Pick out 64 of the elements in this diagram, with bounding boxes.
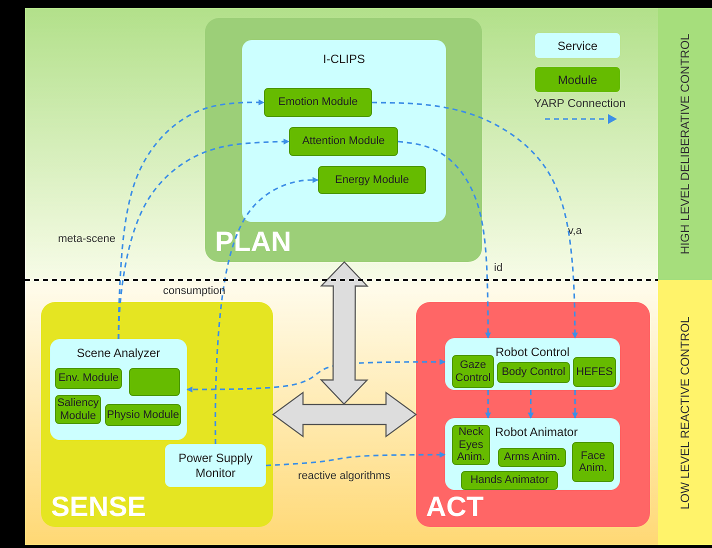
module-label: Neck Eyes Anim. [456, 426, 486, 464]
band-label: LOW LEVEL REACTIVE CONTROL [678, 316, 692, 509]
connector-arrow [214, 177, 319, 444]
connector-arrow [572, 390, 578, 419]
module-box [105, 404, 181, 426]
legend-label: Module [558, 74, 598, 86]
module-box [318, 166, 426, 194]
module-box [289, 127, 398, 156]
service-box [165, 444, 266, 487]
module-box [572, 442, 614, 482]
connector-arrow [118, 138, 290, 340]
module-box [497, 362, 570, 383]
module-box [55, 368, 122, 389]
module-label: Face Anim. [578, 450, 608, 474]
module-box [129, 368, 180, 396]
panel-title: PLAN [215, 226, 292, 258]
service-box [242, 40, 446, 222]
edge-label: v,a [568, 225, 582, 237]
connector-arrow [528, 390, 534, 419]
module-label: Physio Module [106, 408, 180, 422]
module-box [264, 88, 372, 117]
service-box [445, 338, 620, 390]
panel-title: ACT [426, 491, 484, 523]
connector-arrow [398, 140, 492, 339]
module-label: Saliency Module [56, 397, 100, 422]
module-label: HEFES [576, 366, 613, 378]
legend-label: YARP Connection [534, 98, 626, 110]
control-level-band [658, 280, 712, 545]
connector-arrow [485, 390, 492, 419]
connector-arrow [266, 452, 446, 466]
layer-panel [41, 302, 273, 527]
band-label: HIGH LEVEL DELIBERATIVE CONTROL [678, 34, 692, 254]
connector-arrow [372, 102, 578, 339]
edge-label: meta-scene [58, 233, 116, 245]
module-label: Env. Module [58, 372, 119, 385]
service-title: Scene Analyzer [76, 346, 162, 360]
module-label: Energy Module [335, 174, 409, 186]
service-title: Robot Animator [495, 425, 578, 439]
module-label: Emotion Module [278, 96, 358, 109]
connector-arrow [186, 358, 446, 392]
layer-panel [205, 18, 482, 262]
edge-label: id [494, 262, 503, 274]
service-box [50, 339, 187, 440]
layer-panel [416, 302, 650, 527]
module-label: Gaze Control [454, 359, 492, 384]
module-label: Hands Animator [470, 474, 549, 487]
control-level-band [658, 8, 712, 280]
module-label: Attention Module [302, 135, 385, 148]
connector-arrow [118, 99, 265, 339]
service-title: I-CLIPS [322, 52, 366, 66]
legend-label: Service [557, 40, 598, 52]
double-arrow [320, 261, 369, 405]
service-label: Power Supply Monitor [177, 450, 254, 480]
module-box [573, 357, 616, 387]
edge-label: consumption [163, 285, 226, 297]
module-label: Body Control [502, 366, 566, 379]
module-label: Arms Anim. [504, 451, 560, 464]
service-box [445, 418, 620, 490]
panel-title: SENSE [51, 491, 146, 523]
double-arrow [272, 391, 418, 438]
module-box [498, 448, 566, 467]
module-box [461, 471, 558, 490]
edge-label: reactive algorithms [298, 470, 390, 482]
service-title: Robot Control [494, 345, 571, 359]
